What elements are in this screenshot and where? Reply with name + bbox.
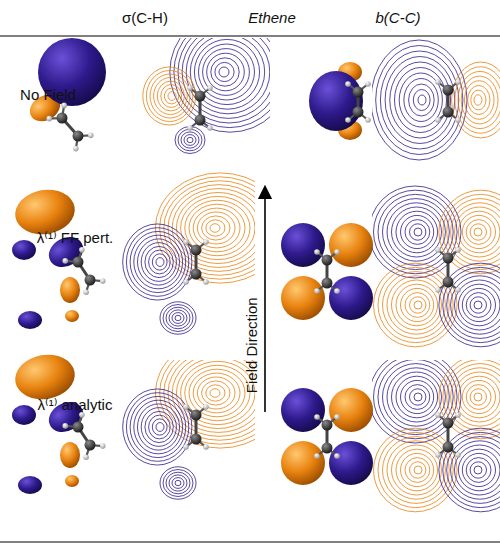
ethene-molecule — [183, 239, 209, 285]
orbital-lobe — [65, 475, 79, 487]
molecule-name: Ethene — [248, 10, 296, 27]
orbital-lobe — [60, 277, 80, 303]
row-heading: No Field — [20, 87, 76, 104]
contour-set — [160, 467, 196, 499]
orbital-lobe — [18, 311, 42, 329]
orbital-lobe — [281, 441, 325, 485]
contour-set — [372, 40, 467, 160]
ethene-molecule — [345, 81, 371, 123]
ethene-molecule — [62, 247, 105, 295]
contour-set — [452, 62, 500, 138]
ethene-molecule — [187, 85, 213, 131]
contour-set — [143, 67, 196, 125]
ethene-molecule — [183, 404, 209, 450]
orbital-lobe — [18, 476, 42, 494]
orbital-lobe — [309, 71, 363, 131]
column-heading: b(C-C) — [376, 10, 421, 27]
contour-set — [439, 190, 500, 274]
orbital-lobe — [12, 240, 36, 260]
ethene-molecule — [435, 247, 461, 293]
orbital-lobe — [329, 276, 373, 320]
orbital-lobe — [329, 223, 373, 267]
contour-set — [160, 302, 196, 334]
contour-set — [439, 360, 500, 439]
contour-set — [374, 263, 458, 347]
orbital-lobe — [329, 441, 373, 485]
ethene-molecule — [435, 79, 461, 123]
orbital-lobe — [281, 276, 325, 320]
orbital-lobe — [12, 405, 36, 425]
row-heading: λ⁽¹⁾ FF pert. — [37, 230, 114, 247]
header-rule — [0, 36, 500, 37]
bottom-rule — [0, 542, 500, 543]
column-heading: σ(C-H) — [122, 10, 168, 27]
contour-set — [155, 173, 255, 283]
contour-set — [170, 38, 270, 132]
orbital-lobe — [65, 310, 79, 322]
ethene-molecule — [314, 249, 340, 294]
contour-set — [123, 224, 192, 300]
contour-set — [123, 389, 192, 465]
ethene-molecule — [314, 414, 340, 459]
ethene-molecule — [62, 412, 105, 460]
ethene-molecule — [435, 412, 461, 458]
orbital-lobe — [60, 442, 80, 468]
ethene-molecule — [46, 103, 93, 152]
orbital-lobe — [281, 388, 325, 432]
row-heading: λ⁽¹⁾ analytic — [38, 397, 113, 414]
contour-set — [374, 428, 458, 512]
orbital-lobe — [329, 388, 373, 432]
axis-label: Field Direction — [244, 297, 261, 393]
orbital-lobe — [281, 223, 325, 267]
field-arrow — [264, 192, 266, 412]
